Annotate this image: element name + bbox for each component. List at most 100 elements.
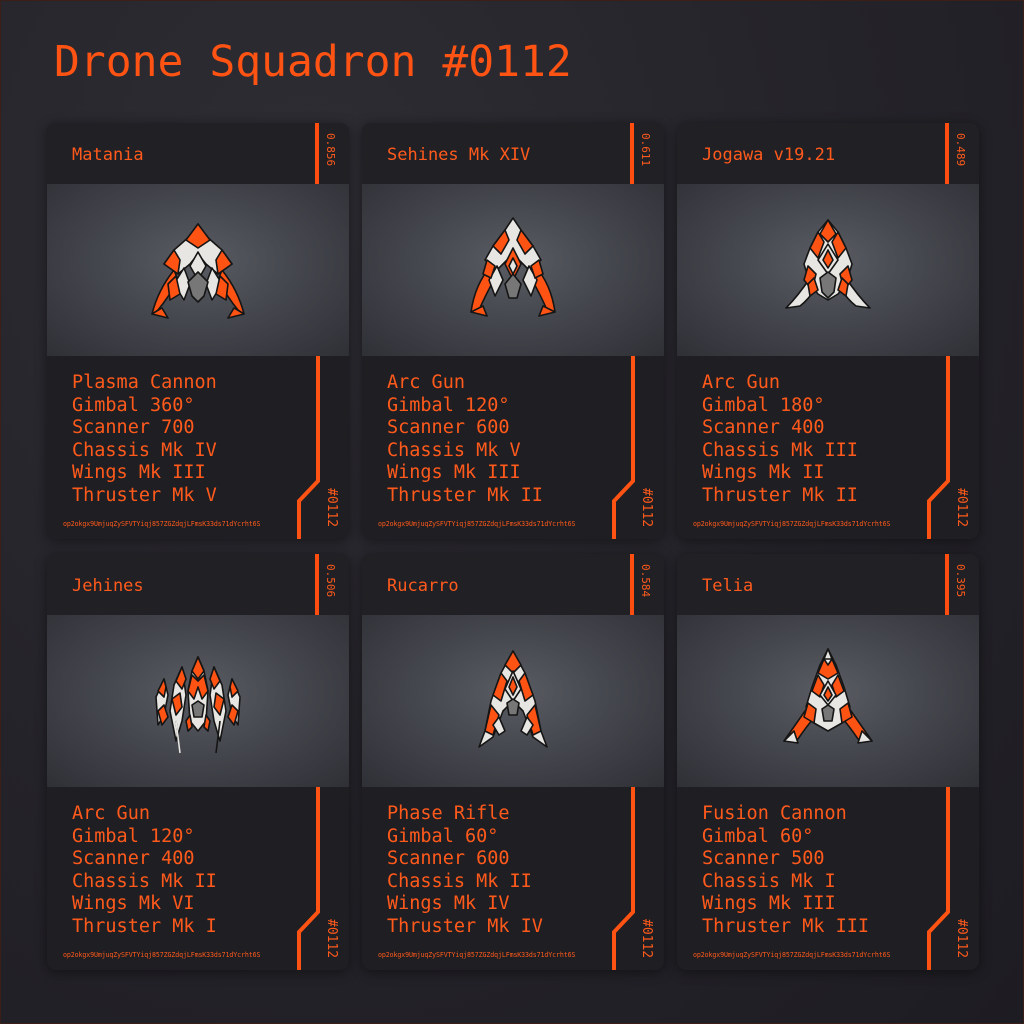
- seed-hash: op2okgx9UmjuqZySFVTYiqj857ZGZdqjLFmsK33d…: [378, 951, 576, 959]
- spec-item: Chassis Mk II: [72, 870, 217, 892]
- squadron-tag: #0112: [324, 488, 339, 528]
- spec-item: Scanner 600: [387, 417, 510, 438]
- drone-ship-icon: [155, 656, 241, 754]
- drone-score: 0.506: [324, 564, 337, 598]
- drone-viewport: [362, 615, 664, 787]
- spec-item: Thruster Mk II: [387, 484, 543, 506]
- spec-item: Wings Mk III: [702, 893, 836, 914]
- drone-ship-icon: [478, 650, 548, 748]
- drone-viewport: [47, 184, 349, 356]
- seed-hash: op2okgx9UmjuqZySFVTYiqj857ZGZdqjLFmsK33d…: [63, 520, 261, 528]
- card-header: [47, 554, 349, 615]
- spec-item: Arc Gun: [702, 372, 780, 393]
- squadron-tag: #0112: [324, 919, 339, 959]
- drone-viewport: [677, 615, 979, 787]
- circuit-trace-decoration: [612, 787, 635, 970]
- drone-name: Jehines: [72, 576, 144, 596]
- header-accent-bar: [945, 554, 949, 615]
- squadron-tag: #0112: [954, 919, 969, 959]
- drone-ship-icon: [151, 223, 245, 319]
- drone-name: Rucarro: [387, 576, 459, 596]
- spec-item: Thruster Mk III: [702, 915, 870, 937]
- spec-item: Wings Mk III: [387, 462, 521, 483]
- spec-item: Gimbal 60°: [387, 825, 499, 847]
- card-header: [677, 123, 979, 184]
- spec-item: Chassis Mk II: [387, 870, 532, 892]
- spec-item: Wings Mk III: [72, 462, 206, 483]
- drone-name: Jogawa v19.21: [702, 145, 836, 165]
- seed-hash: op2okgx9UmjuqZySFVTYiqj857ZGZdqjLFmsK33d…: [693, 520, 891, 528]
- spec-item: Scanner 500: [702, 848, 825, 869]
- drone-viewport: [677, 184, 979, 356]
- seed-hash: op2okgx9UmjuqZySFVTYiqj857ZGZdqjLFmsK33d…: [378, 520, 576, 528]
- squadron-tag: #0112: [639, 919, 654, 959]
- header-accent-bar: [315, 123, 319, 184]
- spec-item: Chassis Mk IV: [72, 439, 217, 461]
- spec-item: Chassis Mk V: [387, 439, 521, 461]
- page-title: Drone Squadron #0112: [54, 37, 572, 87]
- drone-score: 0.611: [639, 133, 652, 167]
- drone-name: Sehines Mk XIV: [387, 145, 531, 165]
- header-accent-bar: [630, 123, 634, 184]
- spec-item: Gimbal 60°: [702, 825, 814, 847]
- spec-item: Arc Gun: [387, 372, 465, 393]
- spec-item: Plasma Cannon: [72, 372, 217, 393]
- card-header: [362, 123, 664, 184]
- drone-viewport: [362, 184, 664, 356]
- spec-item: Wings Mk IV: [387, 893, 510, 914]
- drone-ship-icon: [783, 648, 873, 744]
- squadron-tag: #0112: [639, 488, 654, 528]
- circuit-trace-decoration: [297, 356, 320, 539]
- header-accent-bar: [315, 554, 319, 615]
- circuit-trace-decoration: [927, 356, 950, 539]
- spec-item: Phase Rifle: [387, 803, 510, 824]
- drone-ship-icon: [470, 217, 556, 317]
- drone-score: 0.856: [324, 133, 337, 167]
- drone-score: 0.489: [954, 133, 967, 167]
- spec-item: Scanner 600: [387, 848, 510, 869]
- spec-item: Thruster Mk I: [72, 915, 217, 937]
- drone-name: Matania: [72, 145, 144, 165]
- circuit-trace-decoration: [612, 356, 635, 539]
- drone-score: 0.584: [639, 564, 652, 598]
- spec-item: Thruster Mk II: [702, 484, 858, 506]
- spec-item: Gimbal 180°: [702, 394, 825, 416]
- spec-item: Chassis Mk III: [702, 439, 858, 461]
- spec-item: Thruster Mk IV: [387, 915, 543, 937]
- drone-score: 0.395: [954, 564, 967, 598]
- squadron-tag: #0112: [954, 488, 969, 528]
- card-header: [677, 554, 979, 615]
- spec-item: Gimbal 120°: [72, 825, 195, 847]
- spec-item: Fusion Cannon: [702, 803, 847, 824]
- spec-item: Scanner 400: [72, 848, 195, 869]
- spec-item: Scanner 400: [702, 417, 825, 438]
- header-accent-bar: [945, 123, 949, 184]
- card-header: [47, 123, 349, 184]
- drone-ship-icon: [785, 219, 871, 309]
- spec-item: Gimbal 360°: [72, 394, 195, 416]
- spec-item: Wings Mk II: [702, 462, 825, 483]
- spec-item: Thruster Mk V: [72, 484, 217, 506]
- seed-hash: op2okgx9UmjuqZySFVTYiqj857ZGZdqjLFmsK33d…: [693, 951, 891, 959]
- spec-item: Chassis Mk I: [702, 870, 836, 892]
- circuit-trace-decoration: [927, 787, 950, 970]
- drone-name: Telia: [702, 576, 754, 596]
- seed-hash: op2okgx9UmjuqZySFVTYiqj857ZGZdqjLFmsK33d…: [63, 951, 261, 959]
- header-accent-bar: [630, 554, 634, 615]
- card-header: [362, 554, 664, 615]
- spec-item: Scanner 700: [72, 417, 195, 438]
- circuit-trace-decoration: [297, 787, 320, 970]
- spec-item: Wings Mk VI: [72, 893, 195, 914]
